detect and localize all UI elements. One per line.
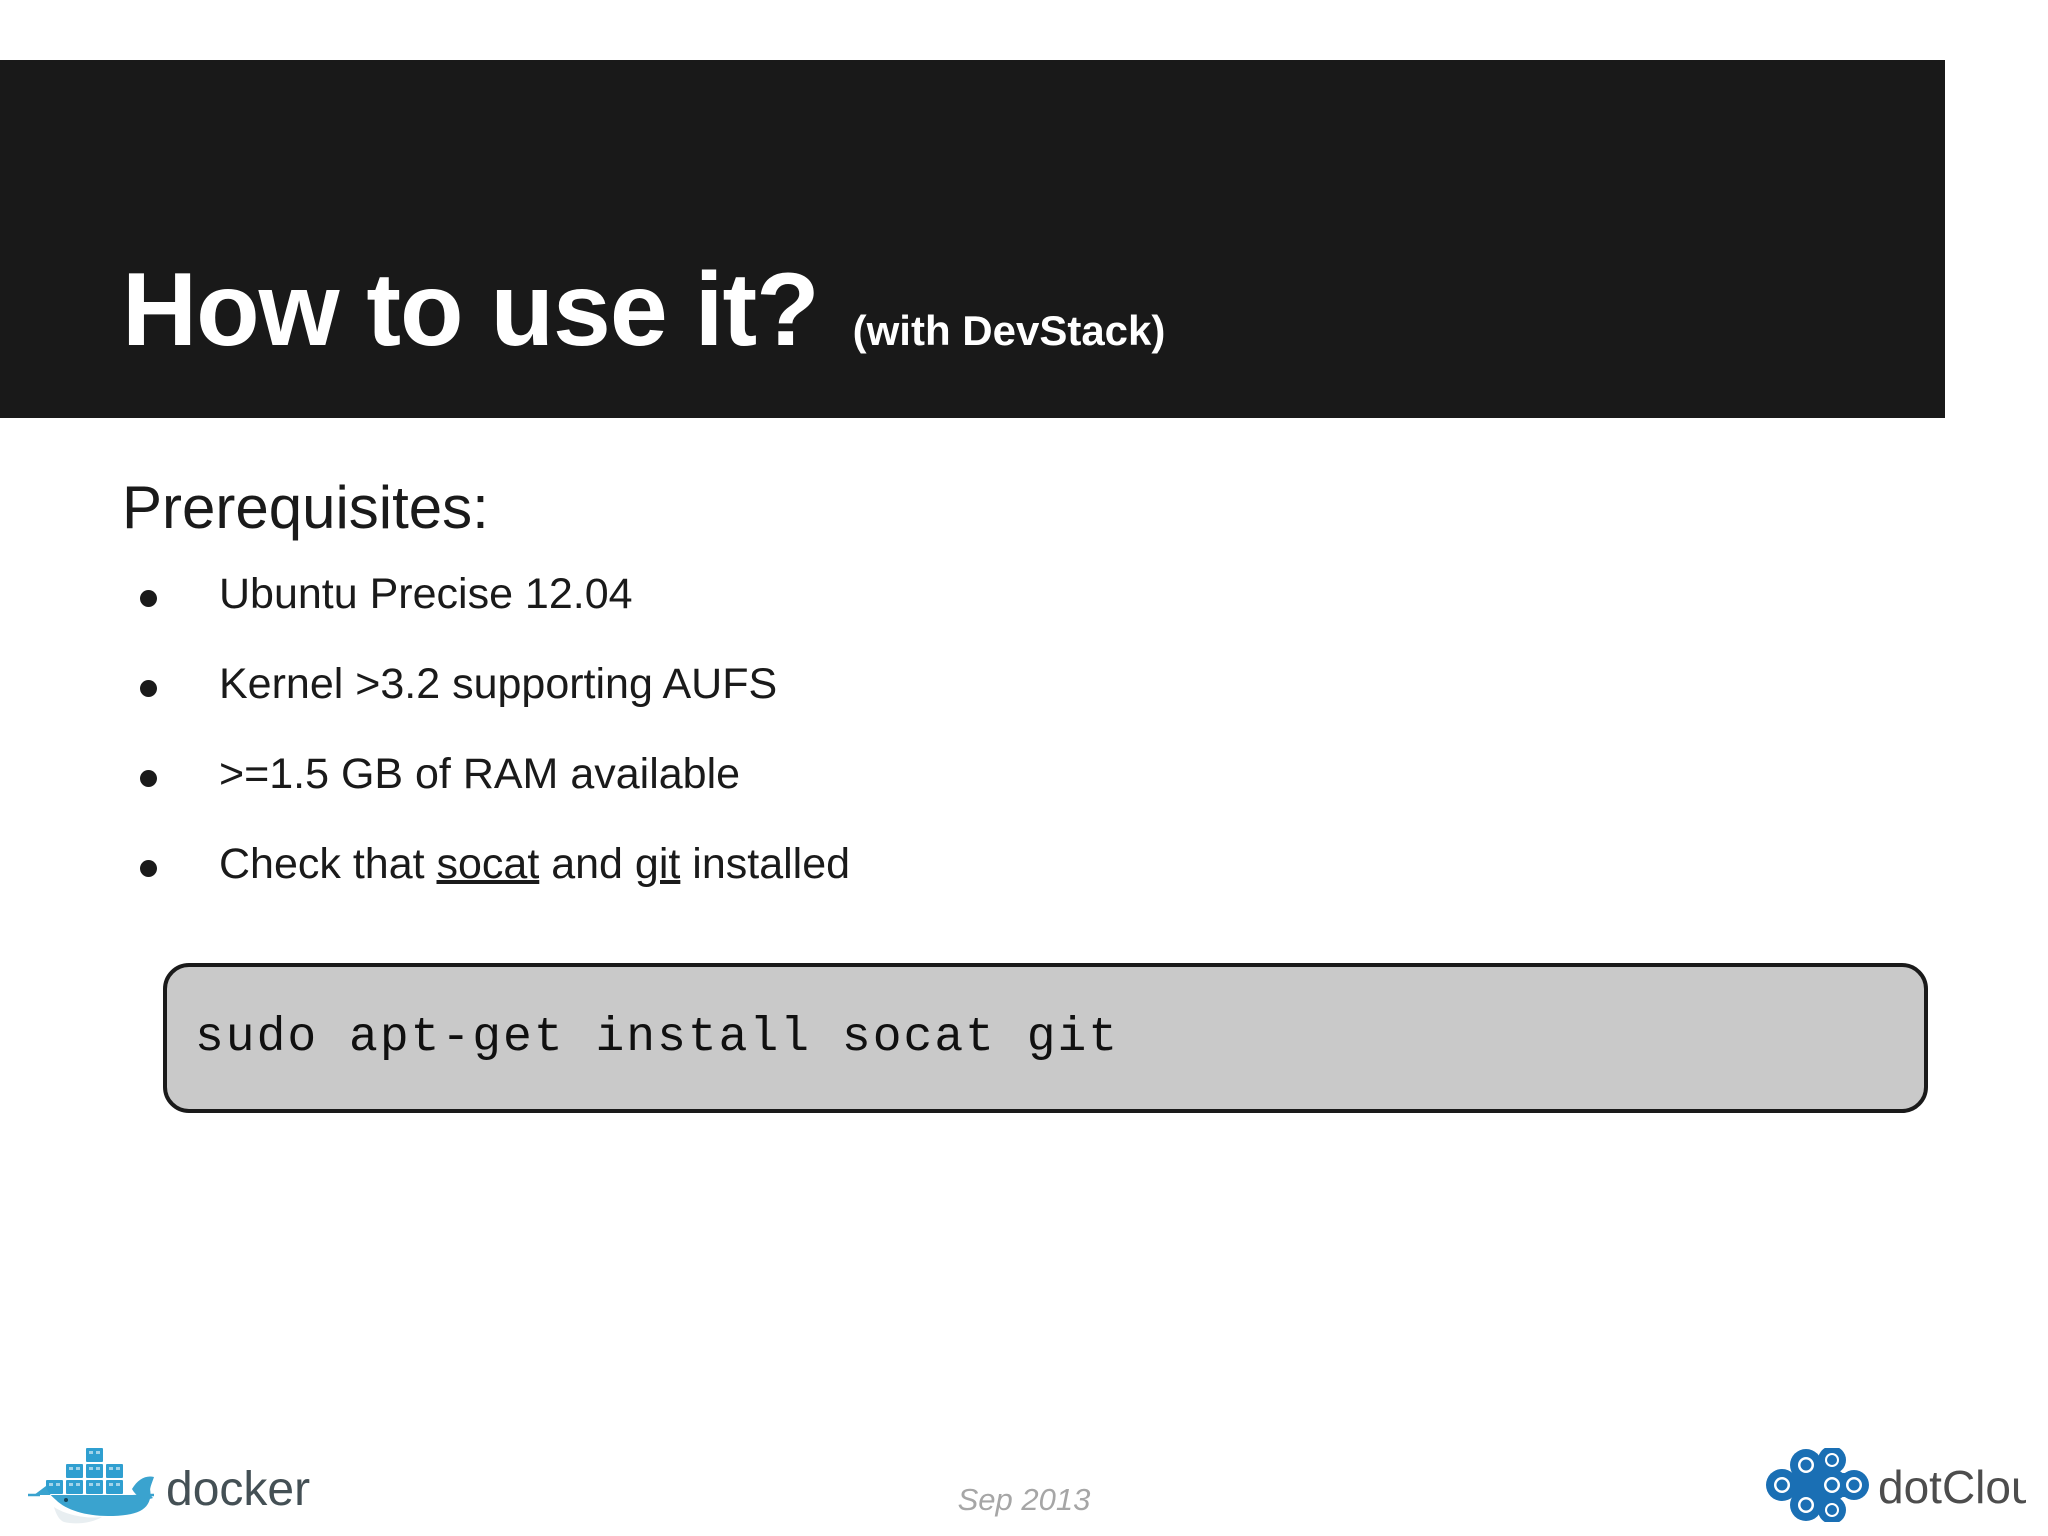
docker-logo: docker (26, 1443, 326, 1525)
list-item-label: Check that socat and git installed (219, 840, 850, 889)
list-item: Ubuntu Precise 12.04 (140, 570, 850, 660)
list-item-label: Kernel >3.2 supporting AUFS (219, 660, 778, 708)
title-group: How to use it? (with DevStack) (0, 258, 1165, 418)
bullet-dot-icon (140, 770, 157, 787)
page-title: How to use it? (122, 252, 820, 368)
section-heading-prerequisites: Prerequisites: (122, 474, 489, 541)
slide-title-bar: How to use it? (with DevStack) (0, 60, 1945, 418)
list-item: >=1.5 GB of RAM available (140, 750, 850, 840)
list-item-label: Ubuntu Precise 12.04 (219, 570, 633, 618)
list-item-text-suffix: installed (680, 840, 851, 888)
bullet-dot-icon (140, 590, 157, 607)
list-item-label: >=1.5 GB of RAM available (219, 750, 741, 798)
list-item-text-middle: and (539, 840, 635, 888)
dotcloud-logo: dotCloud (1756, 1448, 2026, 1522)
code-command-text: sudo apt-get install socat git (195, 1011, 1120, 1065)
docker-logo-icon: docker (28, 1448, 310, 1524)
dotcloud-logo-icon: dotCloud (1766, 1448, 2026, 1522)
list-item: Check that socat and git installed (140, 840, 850, 930)
page-subtitle: (with DevStack) (852, 307, 1166, 354)
code-block: sudo apt-get install socat git (163, 963, 1928, 1113)
link-socat[interactable]: socat (436, 840, 540, 888)
bullet-dot-icon (140, 680, 157, 697)
link-git[interactable]: git (634, 840, 681, 888)
svg-text:docker: docker (166, 1463, 310, 1516)
list-item: Kernel >3.2 supporting AUFS (140, 660, 850, 750)
prerequisites-list: Ubuntu Precise 12.04 Kernel >3.2 support… (140, 570, 850, 930)
bullet-dot-icon (140, 860, 157, 877)
footer-date: Sep 2013 (957, 1482, 1091, 1517)
svg-text:dotCloud: dotCloud (1878, 1461, 2026, 1513)
list-item-text-prefix: Check that (219, 840, 437, 888)
